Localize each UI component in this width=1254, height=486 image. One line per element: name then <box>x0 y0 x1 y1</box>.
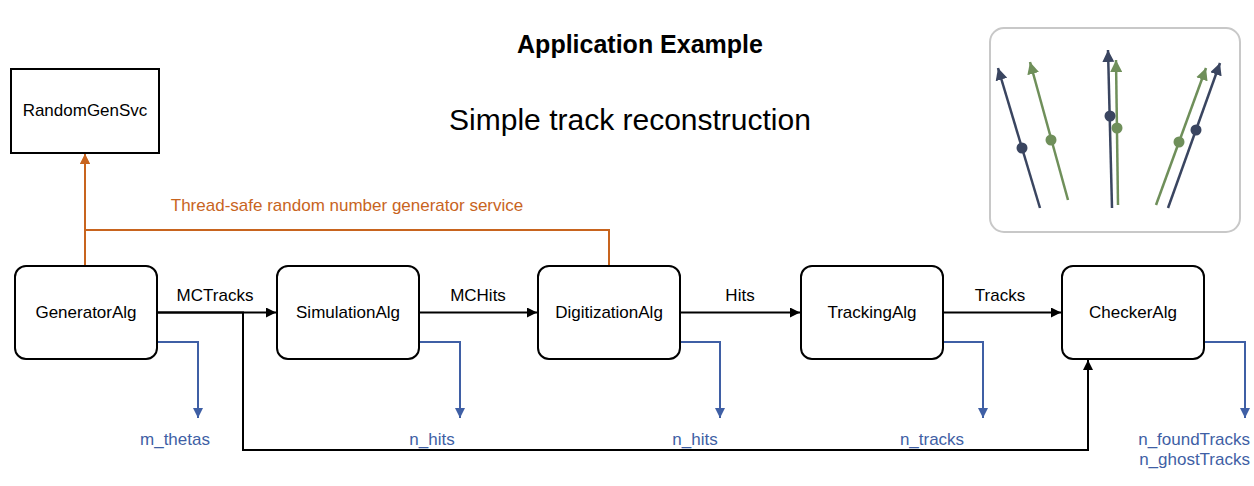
output-variable: n_hits <box>672 430 717 450</box>
box-label: TrackingAlg <box>827 303 916 323</box>
data-flow-arrow <box>681 312 800 314</box>
illustration-frame <box>990 28 1240 232</box>
data-flow-arrow <box>944 312 1061 314</box>
box-label: CheckerAlg <box>1089 303 1177 323</box>
track-illustration <box>990 28 1240 232</box>
leader-line <box>1205 342 1245 418</box>
subtitle: Simple track reconstruction <box>449 103 811 137</box>
hit-dot <box>1105 111 1116 122</box>
track-arrow <box>1030 62 1068 200</box>
box-label: SimulationAlg <box>296 303 400 323</box>
track-arrow <box>1156 68 1206 205</box>
hit-dot <box>1112 123 1123 134</box>
hit-dot <box>1046 135 1057 146</box>
algorithm-box: SimulationAlg <box>276 265 420 360</box>
algorithm-box: TrackingAlg <box>800 265 944 360</box>
track-arrow <box>1108 50 1112 208</box>
output-variable: n_ghostTracks <box>1139 450 1250 470</box>
hit-dot <box>1017 143 1028 154</box>
leader-line <box>944 342 983 418</box>
algorithm-box: CheckerAlg <box>1061 265 1205 360</box>
collection-label: Hits <box>723 286 756 306</box>
leader-line <box>420 342 460 418</box>
algorithm-box: GeneratorAlg <box>14 265 158 360</box>
leader-line <box>681 342 720 418</box>
service-box: RandomGenSvc <box>10 68 160 154</box>
collection-label: MCHits <box>448 286 508 306</box>
box-label: RandomGenSvc <box>23 101 148 121</box>
service-connector <box>85 154 609 265</box>
diagram-title: Application Example <box>517 30 763 59</box>
track-arrow <box>1168 63 1220 208</box>
box-label: GeneratorAlg <box>35 303 136 323</box>
collection-label: Tracks <box>973 286 1027 306</box>
output-variable: n_hits <box>409 430 454 450</box>
output-variable: m_thetas <box>140 430 210 450</box>
leader-line <box>158 342 198 418</box>
collection-label: MCTracks <box>175 286 256 306</box>
service-caption: Thread-safe random number generator serv… <box>169 196 525 216</box>
hit-dot <box>1174 137 1185 148</box>
data-flow-arrow <box>420 312 537 314</box>
track-arrow <box>998 68 1040 208</box>
algorithm-box: DigitizationAlg <box>537 265 681 360</box>
box-label: DigitizationAlg <box>555 303 663 323</box>
output-variable: n_tracks <box>900 430 964 450</box>
hit-dot <box>1191 125 1202 136</box>
output-variable: n_foundTracks <box>1138 430 1250 450</box>
